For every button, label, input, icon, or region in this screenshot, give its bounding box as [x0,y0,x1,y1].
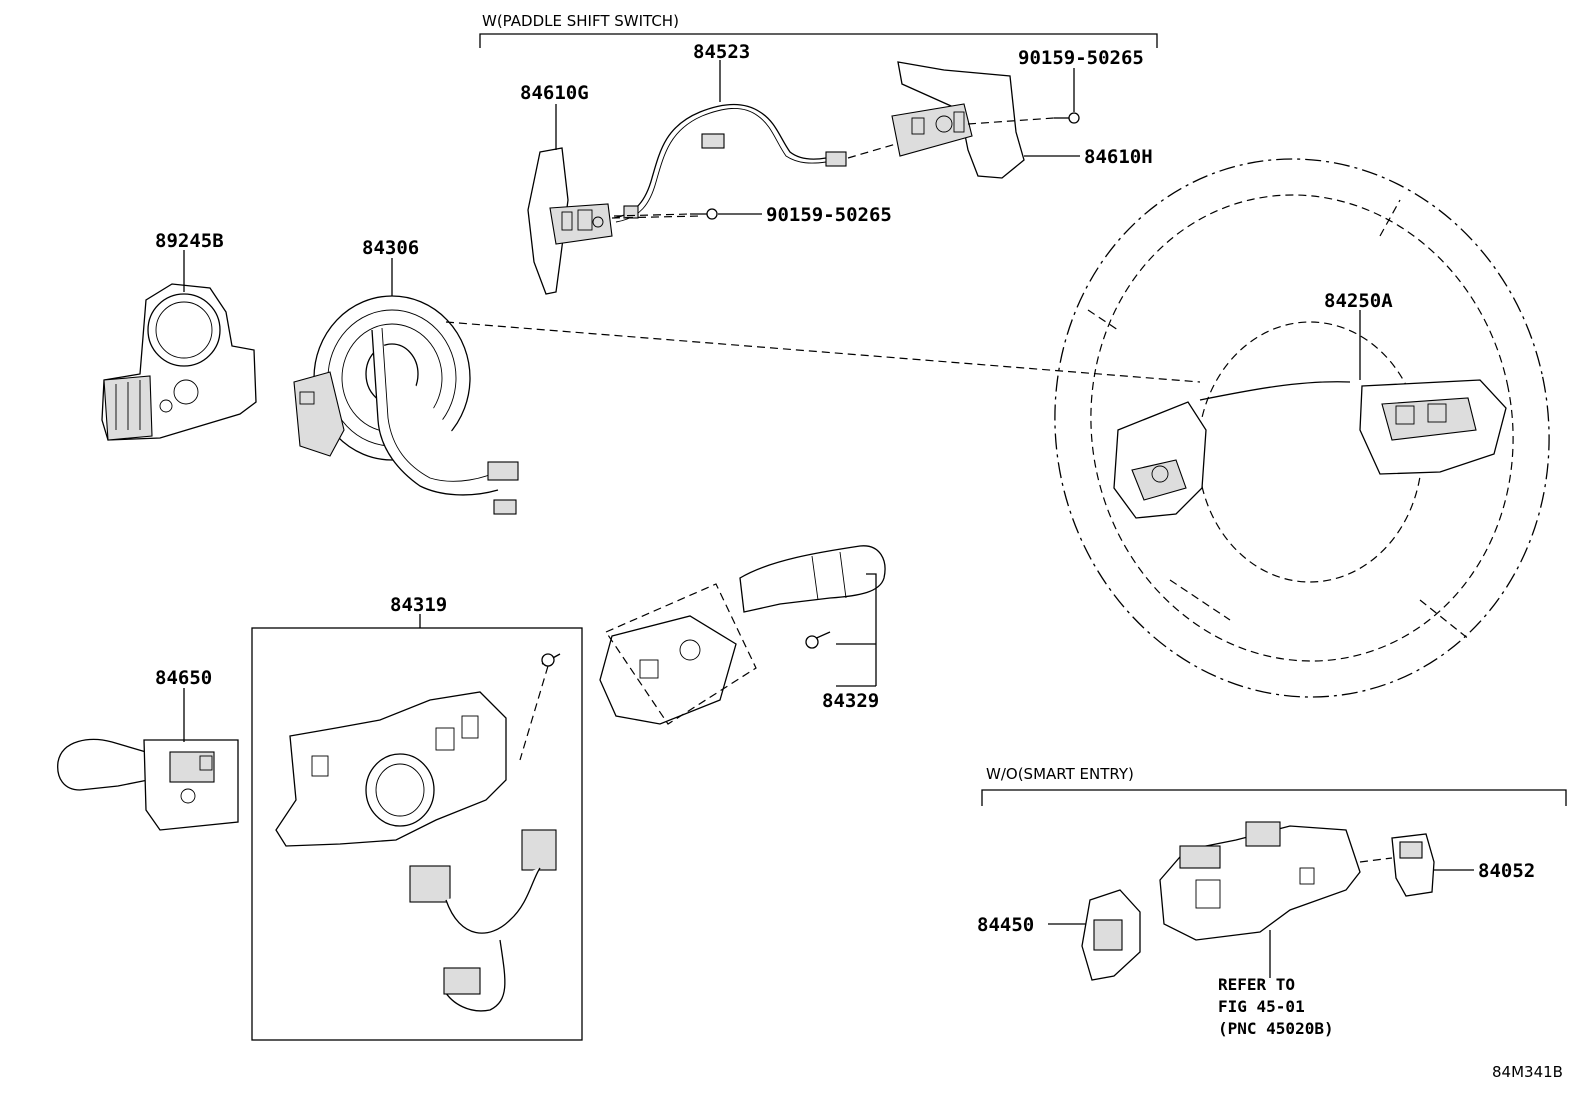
steering-lock-body[interactable] [1159,821,1361,941]
refer-note-line2: FIG 45-01 [1218,997,1305,1016]
smart-entry-group-label: W/O(SMART ENTRY) [986,765,1134,783]
smart-entry-group: W/O(SMART ENTRY) [981,765,1567,806]
label-84306: 84306 [362,237,419,259]
label-90159-mid: 90159-50265 [766,204,892,226]
paddle-shift-group: W(PADDLE SHIFT SWITCH) [479,12,1158,48]
key-interlock-solenoid[interactable] [1391,833,1435,897]
label-89245B: 89245B [155,230,224,252]
refer-note-line1: REFER TO [1218,975,1295,994]
paddle-group-label: W(PADDLE SHIFT SWITCH) [482,12,679,30]
combination-switch-box [251,627,583,1041]
screw-mid-icon [690,208,718,220]
wiper-switch[interactable] [599,545,886,725]
unlock-warning-switch[interactable] [1081,889,1141,981]
label-84052: 84052 [1478,860,1535,882]
label-84650: 84650 [155,667,212,689]
refer-note-line3: (PNC 45020B) [1218,1019,1334,1038]
label-90159-top: 90159-50265 [1018,47,1144,69]
steering-wheel[interactable] [1005,113,1592,743]
label-84610G: 84610G [520,82,589,104]
diagram-code: 84M341B [1492,1063,1563,1081]
switch-body[interactable] [275,653,561,847]
steering-sensor[interactable] [101,283,257,441]
turn-signal-switch[interactable] [57,738,239,831]
paddle-switch-right[interactable] [891,61,1025,179]
label-84329: 84329 [822,690,879,712]
paddle-wire-harness[interactable] [613,103,847,223]
switch-wire-harness[interactable] [409,829,557,1012]
label-84319: 84319 [390,594,447,616]
label-84523: 84523 [693,41,750,63]
label-84450: 84450 [977,914,1034,936]
paddle-switch-left[interactable] [527,147,613,295]
label-84250A: 84250A [1324,290,1393,312]
screw-top-icon [1054,112,1080,124]
label-84610H: 84610H [1084,146,1153,168]
spiral-cable[interactable] [293,295,519,515]
